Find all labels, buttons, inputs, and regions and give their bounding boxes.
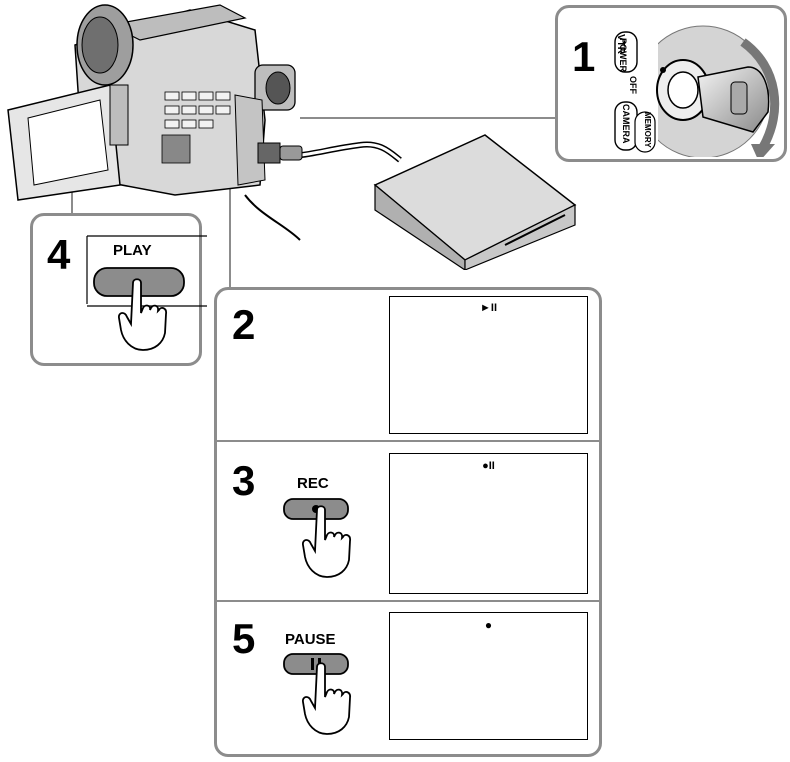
memory-label: MEMORY: [643, 112, 652, 148]
step-4-panel: 4 PLAY: [30, 213, 207, 366]
step-1-number: 1: [572, 33, 596, 80]
step-2-screen: ►II: [389, 296, 588, 434]
rec-indicator: ●: [484, 618, 493, 632]
camcorder-illustration: [7, 4, 303, 201]
floppy-disk-drive: [373, 134, 577, 270]
step-2-number: 2: [232, 301, 256, 348]
step-4-number: 4: [47, 231, 71, 278]
step-3-number: 3: [232, 457, 256, 504]
power-switch-dial[interactable]: [603, 12, 783, 157]
playback-pause-indicator: ►II: [480, 302, 497, 314]
vtr-label: VTR: [615, 34, 626, 54]
rec-button-label: REC: [297, 475, 329, 492]
camera-label: CAMERA: [621, 104, 631, 144]
pause-button-label: PAUSE: [285, 631, 336, 648]
divider-3-5: [217, 600, 599, 602]
pause-button-graphic[interactable]: [282, 650, 352, 680]
step-3-screen: ●II: [389, 453, 588, 594]
steps-panel: 2 ►II 3 REC ●II 5 PAUSE ●: [214, 287, 602, 757]
pointing-hand-icon: [302, 505, 351, 578]
off-label: OFF: [628, 76, 638, 94]
step-5-number: 5: [232, 615, 256, 662]
pointing-hand-icon: [302, 662, 351, 735]
play-button-label: PLAY: [113, 242, 152, 259]
divider-2-3: [217, 440, 599, 442]
rec-pause-indicator: ●II: [482, 460, 495, 472]
step-5-screen: ●: [389, 612, 588, 740]
pointing-hand-icon: [118, 278, 167, 351]
step-1-panel: 1 POWER VTR OFF CAMERA MEMORY: [555, 5, 787, 162]
